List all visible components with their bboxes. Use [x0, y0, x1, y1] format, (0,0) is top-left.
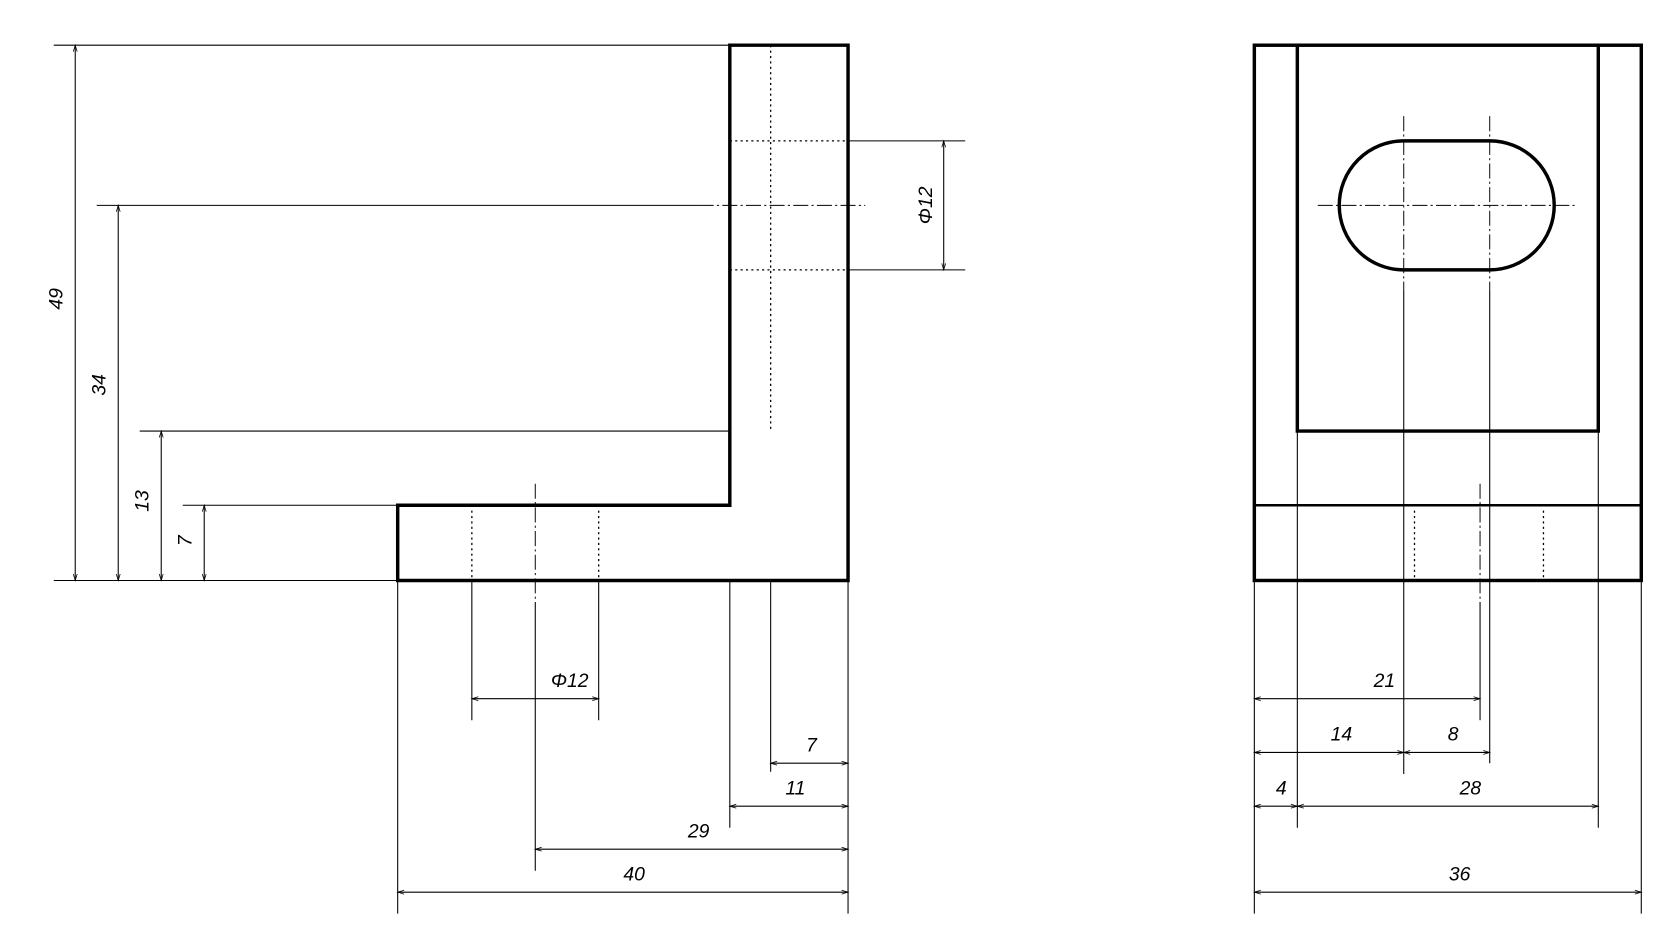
side-view: 21 14 8 4 28 36 — [1252, 43, 1643, 914]
dim-label-7h: 7 — [806, 734, 818, 756]
dim-label-4: 4 — [1276, 777, 1287, 799]
dim-label-14: 14 — [1331, 724, 1353, 746]
dim-label-phi12-side: Φ12 — [915, 186, 937, 224]
side-outline — [1252, 43, 1643, 583]
dim-label-7: 7 — [174, 534, 196, 546]
dim-label-11: 11 — [785, 777, 805, 799]
dim-label-34: 34 — [88, 374, 110, 396]
dim-label-8: 8 — [1448, 724, 1459, 746]
front-outline — [395, 43, 850, 583]
dim-label-21: 21 — [1373, 670, 1396, 692]
dim-label-36: 36 — [1449, 863, 1471, 885]
dim-label-13: 13 — [131, 490, 153, 512]
dim-label-29: 29 — [687, 820, 710, 842]
front-view: 49 34 13 7 Φ12 Φ12 7 11 29 40 — [45, 43, 966, 914]
dim-label-phi12-base: Φ12 — [551, 670, 589, 692]
extension-lines — [53, 44, 966, 914]
dim-label-28: 28 — [1459, 777, 1482, 799]
dim-label-49: 49 — [45, 288, 67, 310]
extension-lines — [1253, 290, 1642, 914]
inner-plate-outline — [1295, 45, 1601, 433]
dim-label-40: 40 — [623, 863, 645, 885]
